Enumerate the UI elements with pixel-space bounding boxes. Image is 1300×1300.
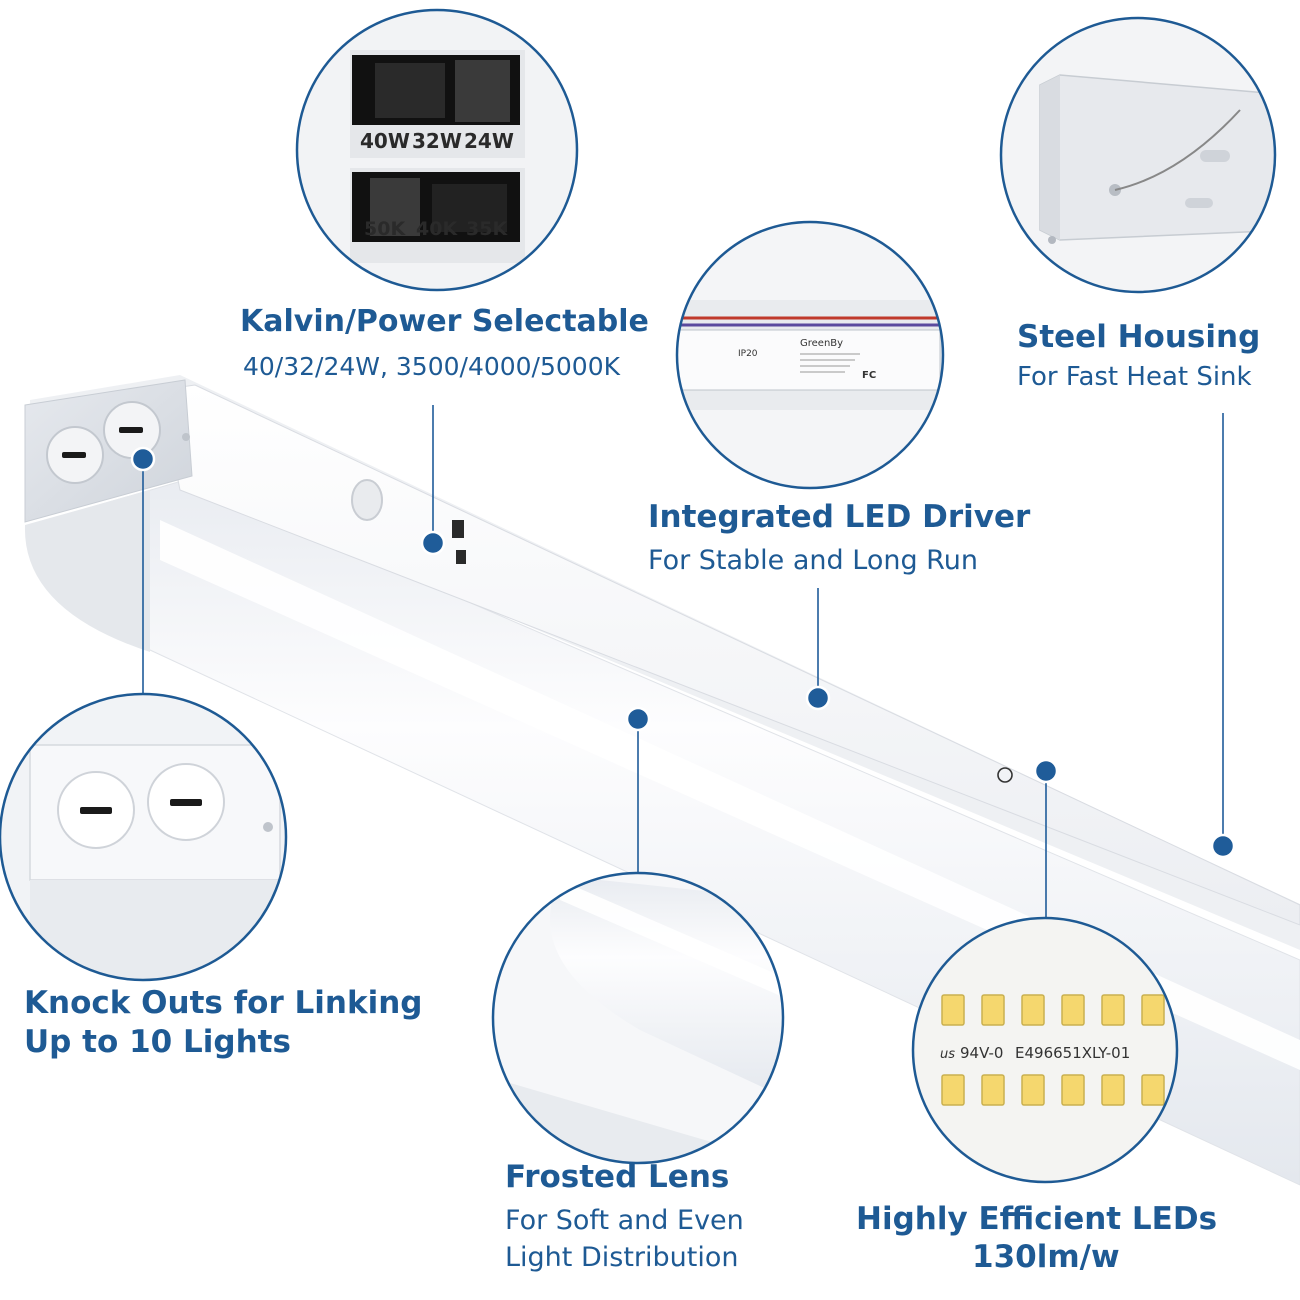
callout-dots (130, 446, 1236, 859)
lens-title: Frosted Lens (505, 1159, 730, 1195)
callout-dot-leds (1033, 758, 1059, 784)
power-label-1: 32W (412, 129, 462, 153)
leds-title: Highly Efficient LEDs (856, 1201, 1218, 1237)
selectable-subtitle: 40/32/24W, 3500/4000/5000K (243, 352, 621, 381)
selectable-title: Kalvin/Power Selectable (240, 304, 649, 339)
power-label-0: 40W (360, 129, 410, 153)
knockouts-title-line1: Knock Outs for Linking (24, 985, 423, 1021)
pcb-ul-mark: us (940, 1047, 955, 1062)
callout-dot-selectable (420, 530, 446, 556)
callout-dot-lens (625, 706, 651, 732)
driver-brand: GreenBy (800, 338, 843, 349)
lens-detail-circle (491, 871, 785, 1165)
housing-detail-circle (999, 16, 1277, 294)
callout-dot-housing (1210, 833, 1236, 859)
cct-label-0: 50K (364, 218, 406, 240)
driver-rating: IP20 (738, 349, 758, 359)
knockouts-title-line2: Up to 10 Lights (24, 1024, 291, 1060)
led-detail-circle: us 94V-0 E496651XLY-01 (911, 916, 1179, 1184)
driver-title: Integrated LED Driver (648, 499, 1031, 535)
housing-subtitle: For Fast Heat Sink (1017, 362, 1252, 392)
driver-detail-circle: GreenBy IP20 FC (675, 220, 945, 490)
housing-title: Steel Housing (1017, 319, 1261, 355)
leader-lines (142, 405, 1224, 918)
driver-subtitle: For Stable and Long Run (648, 545, 978, 576)
driver-marks: FC (862, 370, 876, 381)
pcb-grade: 94V-0 (960, 1044, 1003, 1062)
lens-subtitle-line1: For Soft and Even (505, 1205, 744, 1236)
cct-label-2: 35K (466, 218, 508, 240)
leds-subtitle: 130lm/w (972, 1239, 1120, 1275)
switch-detail-circle: 40W 32W 24W 50K 40K 35K (295, 8, 579, 292)
power-label-2: 24W (464, 129, 514, 153)
knockout-detail-circle (0, 692, 288, 982)
callout-dot-driver (805, 685, 831, 711)
pcb-code: E496651XLY-01 (1015, 1044, 1130, 1062)
cct-label-1: 40K (416, 218, 458, 240)
callout-dot-knockouts (130, 446, 156, 472)
lens-subtitle-line2: Light Distribution (505, 1242, 739, 1273)
